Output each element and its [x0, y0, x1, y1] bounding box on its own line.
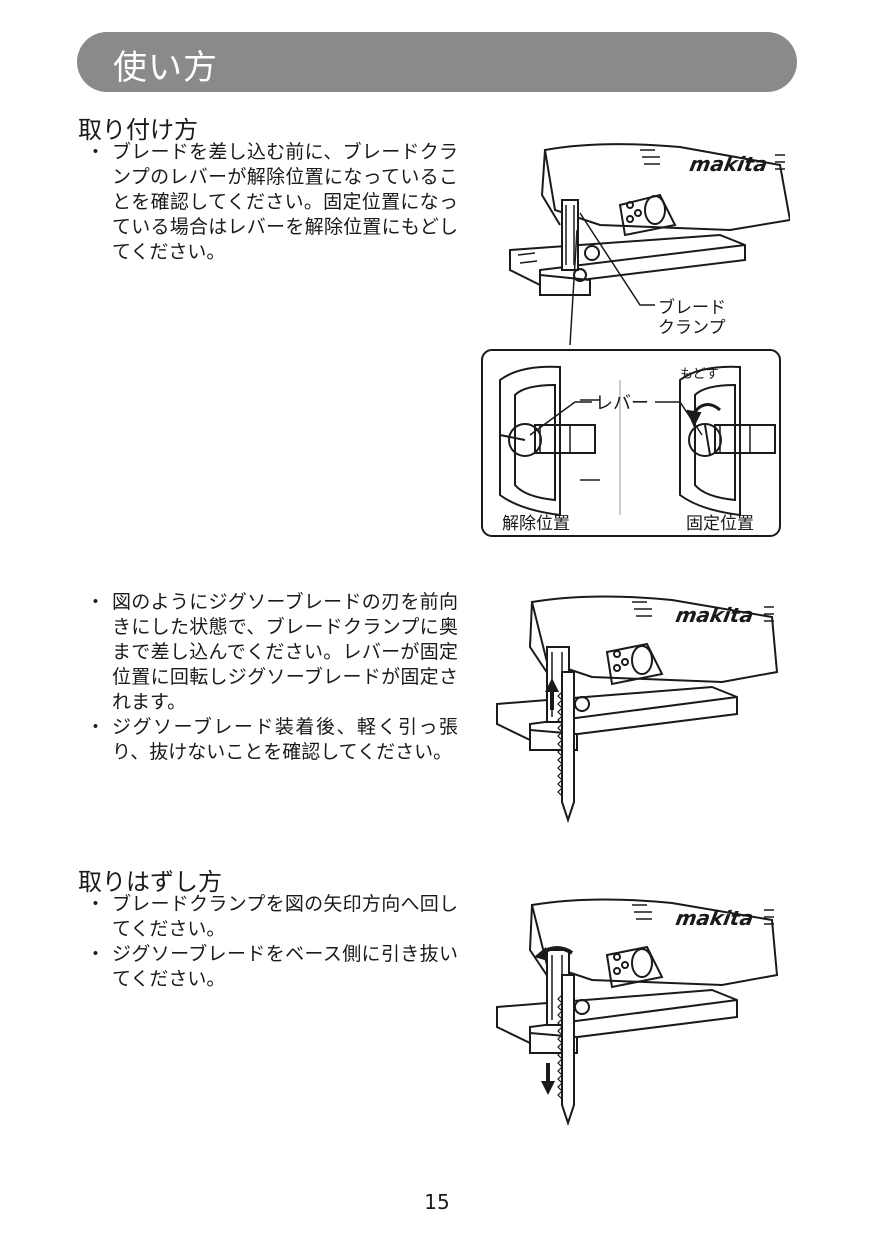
brand-logo: makita: [674, 603, 756, 627]
list-item: ・ ジグソーブレードをベース側に引き抜いてください。: [86, 942, 458, 992]
brand-logo: makita: [688, 152, 770, 176]
page-title: 使い方: [113, 48, 218, 88]
bullet-text: ブレードクランプを図の矢印方向へ回してください。: [112, 893, 458, 940]
list-item: ・ ブレードを差し込む前に、ブレードクランプのレバーが解除位置になっていることを…: [86, 140, 458, 265]
bullet-text: 図のようにジグソーブレードの刃を前向きにした状態で、ブレードクランプに奥まで差し…: [112, 591, 458, 713]
bullet-text: ジグソーブレード装着後、軽く引っ張り、抜けないことを確認してください。: [112, 716, 458, 763]
blade-removal-figure: makita: [496, 898, 779, 1127]
bullet-mark: ・: [86, 141, 106, 163]
section-heading-install: 取り付け方: [78, 116, 198, 144]
install-bullets-a: ・ ブレードを差し込む前に、ブレードクランプのレバーが解除位置になっていることを…: [86, 140, 458, 265]
list-item: ・ 図のようにジグソーブレードの刃を前向きにした状態で、ブレードクランプに奥まで…: [86, 590, 458, 715]
page-number: 15: [424, 1190, 450, 1214]
bullet-mark: ・: [86, 716, 106, 738]
list-item: ・ ブレードクランプを図の矢印方向へ回してください。: [86, 892, 458, 942]
fixed-position-label: 固定位置: [686, 514, 754, 534]
blade-clamp-figure: makita ブレード クランプ レバー もどす 解除位置 固定位置: [481, 143, 790, 537]
bullet-mark: ・: [86, 893, 106, 915]
list-item: ・ ジグソーブレード装着後、軽く引っ張り、抜けないことを確認してください。: [86, 715, 458, 765]
install-bullets-b: ・ 図のようにジグソーブレードの刃を前向きにした状態で、ブレードクランプに奥まで…: [86, 590, 458, 765]
release-position-label: 解除位置: [502, 514, 570, 534]
callout-blade: ブレード: [658, 297, 726, 318]
bullet-text: ブレードを差し込む前に、ブレードクランプのレバーが解除位置になっていることを確認…: [112, 141, 458, 263]
bullet-text: ジグソーブレードをベース側に引き抜いてください。: [112, 943, 458, 990]
callout-clamp: クランプ: [658, 318, 726, 338]
title-bar: 使い方: [77, 32, 797, 92]
bullet-mark: ・: [86, 591, 106, 613]
brand-logo: makita: [674, 906, 756, 930]
blade-insert-figure: makita: [496, 595, 779, 824]
section-heading-removal: 取りはずし方: [78, 868, 222, 896]
removal-bullets: ・ ブレードクランプを図の矢印方向へ回してください。 ・ ジグソーブレードをベー…: [86, 892, 458, 992]
lever-label: レバー: [595, 393, 649, 414]
bullet-mark: ・: [86, 943, 106, 965]
return-label: もどす: [680, 367, 719, 382]
